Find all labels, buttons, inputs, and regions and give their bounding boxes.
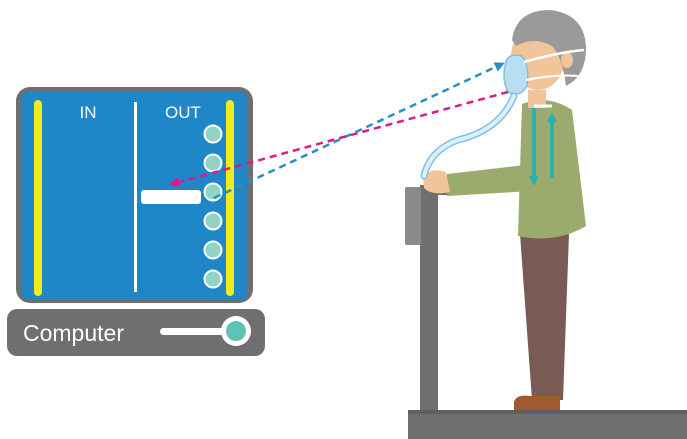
circle-port-icon	[205, 271, 222, 288]
shoe	[514, 396, 560, 410]
left-rail	[34, 100, 42, 296]
computer-label: Computer	[23, 320, 124, 346]
ear	[561, 52, 573, 68]
breathing-hose-inner	[424, 96, 514, 176]
in-label: IN	[80, 103, 97, 122]
treadmill-post	[420, 185, 438, 415]
computer-unit: Computer	[7, 309, 265, 356]
treadmill-console	[405, 187, 421, 245]
right-rail	[226, 100, 234, 296]
out-label: OUT	[165, 103, 201, 122]
sample-slot	[141, 190, 201, 204]
circle-port-icon	[205, 242, 222, 259]
treadmill-belt	[408, 412, 687, 439]
computer-slider-track	[160, 328, 230, 335]
treadmill-belt-top	[408, 410, 687, 414]
arm	[447, 165, 532, 196]
test-subject	[423, 10, 586, 410]
circle-port-icon	[205, 184, 222, 201]
circle-port-icon	[205, 213, 222, 230]
circle-port-icon	[205, 155, 222, 172]
trousers	[520, 234, 569, 400]
toggle-knob-center	[226, 321, 246, 341]
circle-port-icon	[205, 126, 222, 143]
gas-analyzer-panel: IN OUT	[16, 87, 253, 303]
panel-divider	[134, 102, 137, 292]
